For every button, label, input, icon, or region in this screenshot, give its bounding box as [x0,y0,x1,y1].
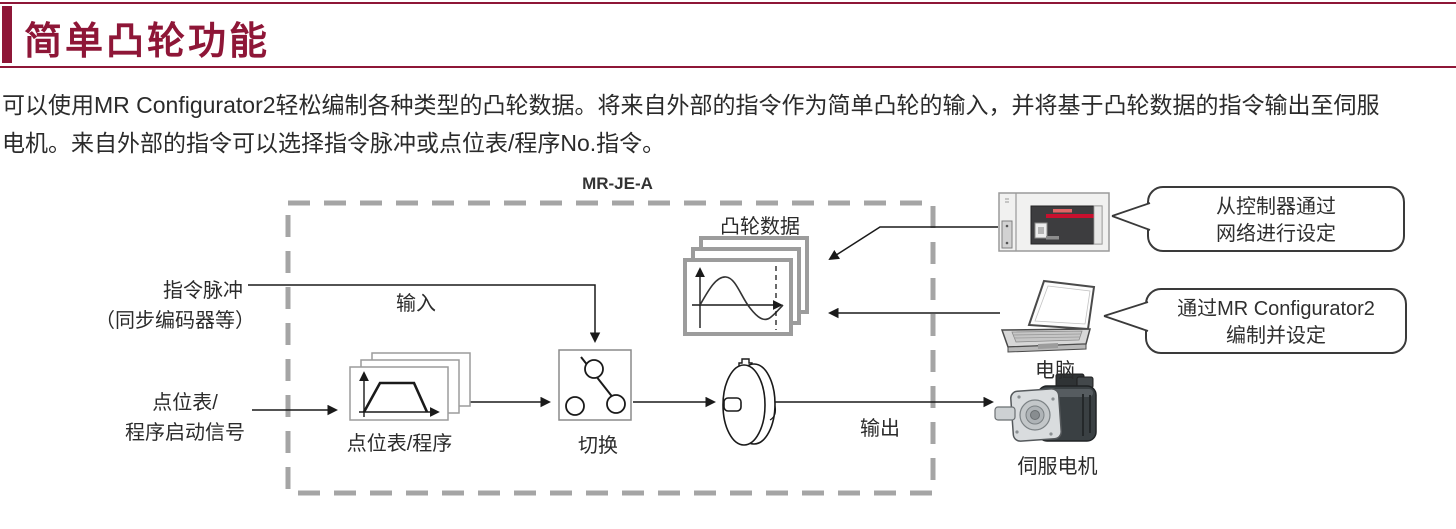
intro-line-2: 电机。来自外部的指令可以选择指令脉冲或点位表/程序No.指令。 [2,130,666,156]
top-rule [0,2,1456,4]
cam-data-stack-icon [683,236,809,336]
flow-arrows [248,226,1000,416]
controller-callout-text: 从控制器通过 网络进行设定 [1148,194,1404,248]
page-title: 简单凸轮功能 [24,21,271,63]
intro-line-1: 可以使用MR Configurator2轻松编制各种类型的凸轮数据。将来自外部的… [2,92,1380,118]
intro-paragraph: 可以使用MR Configurator2轻松编制各种类型的凸轮数据。将来自外部的… [2,86,1454,162]
input-flow-label: 输入 [396,293,436,315]
controller-to-camdata-line [828,226,998,261]
pc-callout-line-1: 通过MR Configurator2 [1177,298,1375,320]
command-pulse-note: （同步编码器等） [95,310,255,332]
controller-icon [998,192,1110,252]
pc-label: 电脑 [1035,360,1075,382]
controller-callout-line-1: 从控制器通过 [1216,196,1336,218]
pc-callout-bubble [1103,288,1407,354]
pc-callout-line-2: 编制并设定 [1226,325,1326,347]
pc-callout-text: 通过MR Configurator2 编制并设定 [1146,296,1406,350]
servo-motor-icon [994,373,1097,442]
command-pulse-label: 指令脉冲 [163,280,243,302]
cam-icon [722,358,777,446]
servo-motor-label: 伺服电机 [1017,456,1098,478]
input-line [248,284,601,343]
title-underline [0,66,1456,68]
controller-callout-line-2: 网络进行设定 [1216,223,1336,245]
controller-callout-bubble [1111,186,1405,252]
cam-data-label: 凸轮数据 [720,216,800,238]
output-flow-label: 输出 [860,418,900,440]
point-table-signal-label-2: 程序启动信号 [125,422,245,444]
point-table-signal-label-1: 点位表/ [152,392,218,414]
point-table-stack-icon [349,352,471,421]
point-table-program-label: 点位表/程序 [346,433,453,455]
switch-icon [558,349,632,421]
laptop-icon [1000,279,1096,353]
unit-model-label: MR-JE-A [582,174,653,193]
switch-label: 切换 [578,435,618,457]
title-accent-bar [2,6,12,63]
